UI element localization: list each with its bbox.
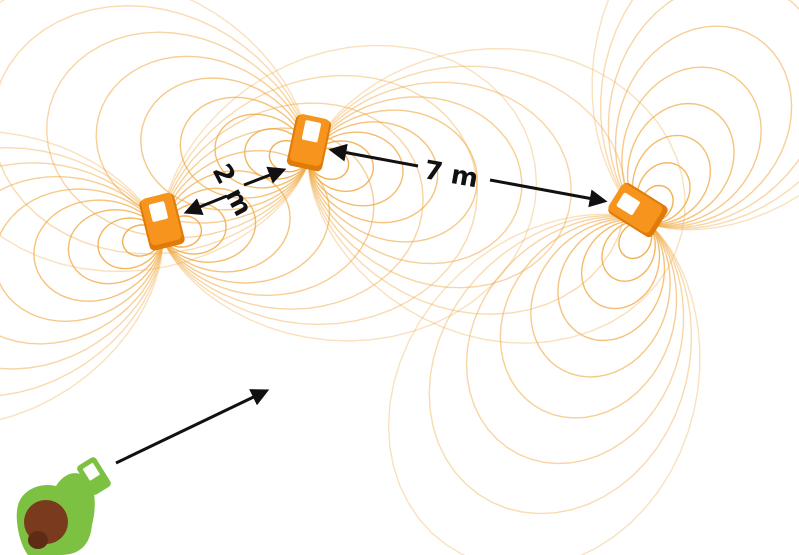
double-arrow-icon [328, 143, 419, 168]
field-line [45, 31, 310, 239]
field-line [160, 102, 424, 310]
field-line [0, 146, 164, 397]
double-arrow-icon [489, 178, 608, 208]
field-line [308, 121, 439, 224]
distance-label-2m: 2 m [206, 159, 258, 221]
field-line [160, 74, 479, 326]
field-line [530, 217, 671, 378]
field-line [0, 188, 163, 323]
distance-7m-arrows [328, 143, 608, 208]
field-line [0, 0, 310, 273]
field-line [160, 44, 538, 342]
field-line [67, 209, 163, 285]
distance-2m-arrows [183, 166, 287, 216]
field-line [0, 131, 164, 421]
transmitter-device-icon [608, 182, 668, 238]
field-line [428, 214, 693, 515]
field-line [591, 0, 799, 231]
field-line [95, 55, 310, 224]
field-line [308, 109, 478, 243]
field-line [140, 77, 310, 211]
double-arrow-icon [243, 166, 287, 187]
arrow-icon [115, 389, 270, 465]
field-line [465, 215, 685, 465]
transmitter-device-3 [608, 182, 668, 238]
field-line [621, 66, 762, 227]
field-line [308, 96, 523, 265]
field-line [161, 149, 331, 284]
field-line [160, 127, 375, 297]
field-line [307, 47, 686, 344]
field-line [0, 4, 310, 255]
distance-label-7m: 7 m [422, 155, 481, 194]
field-line [0, 162, 164, 370]
field-lines-device-2 [0, 0, 686, 344]
field-lines-device-1 [0, 44, 538, 421]
field-line [557, 218, 666, 342]
field-line [0, 175, 164, 345]
double-arrow-icon [183, 194, 228, 216]
field-line [607, 0, 799, 229]
field-line [387, 213, 701, 555]
field-line [308, 81, 572, 289]
transmitter-device-icon [286, 114, 332, 172]
field-line [308, 131, 404, 207]
field-line [33, 199, 163, 302]
field-line [614, 25, 793, 228]
field-lines-device-3 [387, 0, 799, 555]
field-line [179, 96, 310, 199]
field-line [599, 0, 799, 230]
transmitter-device-2 [286, 114, 332, 172]
field-line [499, 216, 678, 419]
smartphone-icon [77, 457, 111, 495]
transmitter-device-icon [139, 192, 185, 251]
transmitter-device-1 [139, 192, 185, 251]
field-line [580, 219, 661, 310]
